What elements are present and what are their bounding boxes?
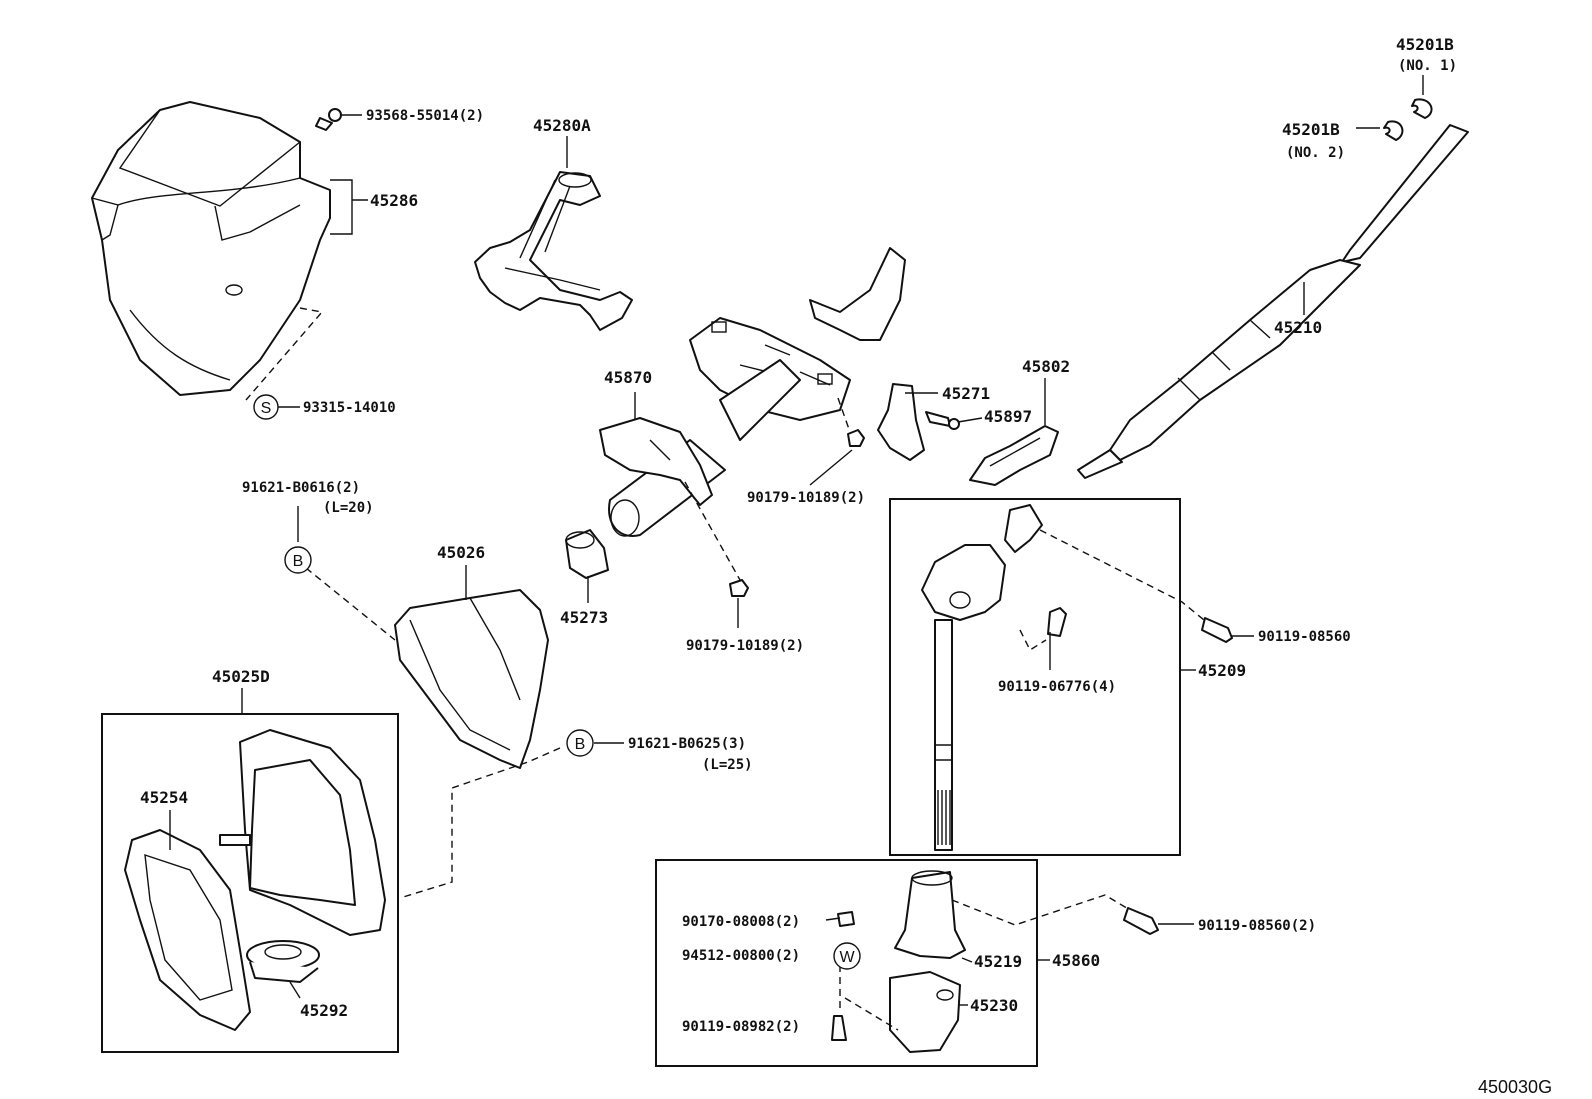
label-90119-08982: 90119-08982(2) (682, 1019, 800, 1035)
label-93568-55014: 93568-55014(2) (366, 108, 484, 124)
boot-45026-shape (394, 589, 549, 769)
intermediate-shaft-45209-shape (921, 504, 1043, 851)
note-91621-B0616: (L=20) (323, 500, 374, 516)
label-45897: 45897 (984, 407, 1032, 426)
bolt-90119-08560-shape (1201, 617, 1233, 643)
label-90119-06776: 90119-06776(4) (998, 679, 1116, 695)
label-91621-B0616: 91621-B0616(2) (242, 480, 360, 496)
label-90179-10189-upper: 90179-10189(2) (747, 490, 865, 506)
housing-45230-shape (889, 971, 961, 1053)
symbol-s-circle: S (253, 394, 279, 420)
label-45273: 45273 (560, 608, 608, 627)
note-91621-B0625: (L=25) (702, 757, 753, 773)
bolt-90119-08982-shape (831, 1015, 847, 1041)
clamp-45870-shape (599, 417, 713, 506)
label-45210: 45210 (1274, 318, 1322, 337)
bolt-90119-06776-shape (1047, 607, 1067, 637)
clip-45201B-no2-shape (1383, 120, 1404, 141)
bolt-90119-08560-2-shape (1123, 907, 1159, 935)
label-45026: 45026 (437, 543, 485, 562)
nut-90179-lower-shape (729, 579, 749, 597)
bracket-45271-shape (877, 383, 925, 461)
nut-90170-shape (837, 911, 855, 927)
steering-shaft-45210-shape (1077, 124, 1469, 479)
label-45870: 45870 (604, 368, 652, 387)
group-box-45860 (655, 859, 1038, 1067)
seal-45292-shape (246, 940, 320, 983)
diagram-code: 450030G (1478, 1077, 1552, 1097)
label-45254: 45254 (140, 788, 188, 807)
group-box-45209 (889, 498, 1181, 856)
bushing-45273-shape (565, 529, 609, 579)
label-45802: 45802 (1022, 357, 1070, 376)
label-45292: 45292 (300, 1001, 348, 1020)
screw-45897-shape (925, 411, 960, 430)
nut-90179-upper-shape (847, 429, 865, 447)
assembly-dashed-lines (245, 307, 1205, 1031)
label-90119-08560-2: 90119-08560(2) (1198, 918, 1316, 934)
group-box-45025D (101, 713, 399, 1053)
symbol-b-circle-lower: B (566, 729, 594, 757)
screw-93568-shape (315, 108, 342, 131)
svg-text:W: W (839, 949, 855, 966)
label-45271: 45271 (942, 384, 990, 403)
svg-text:B: B (293, 553, 304, 570)
label-45201B-no2: 45201B (1282, 120, 1340, 139)
clip-45201B-no1-shape (1411, 98, 1433, 119)
svg-text:S: S (261, 400, 272, 417)
steering-column-body-shape (608, 247, 906, 537)
label-93315-14010: 93315-14010 (303, 400, 396, 416)
label-45286: 45286 (370, 191, 418, 210)
housing-45219-shape (894, 870, 966, 959)
note-45201B-no2: (NO. 2) (1286, 145, 1345, 161)
label-90170-08008: 90170-08008(2) (682, 914, 800, 930)
column-cover-shape (91, 101, 331, 396)
boot-cover-45025D-shape (219, 729, 386, 936)
label-45860: 45860 (1052, 951, 1100, 970)
gasket-45254-shape (124, 829, 251, 1031)
label-90119-08560: 90119-08560 (1258, 629, 1351, 645)
leader-lines (169, 75, 1424, 1006)
label-91621-B0625: 91621-B0625(3) (628, 736, 746, 752)
svg-text:B: B (575, 736, 586, 753)
label-94512-00800: 94512-00800(2) (682, 948, 800, 964)
label-90179-10189-lower: 90179-10189(2) (686, 638, 804, 654)
symbol-b-circle-upper: B (284, 546, 312, 574)
note-45201B-no1: (NO. 1) (1398, 58, 1457, 74)
label-45201B-no1: 45201B (1396, 35, 1454, 54)
label-45230: 45230 (970, 996, 1018, 1015)
label-45025D: 45025D (212, 667, 270, 686)
plate-45802-shape (969, 425, 1059, 486)
bracket-45280A-shape (474, 171, 633, 331)
label-45209: 45209 (1198, 661, 1246, 680)
symbol-w-circle: W (833, 942, 861, 970)
label-45219: 45219 (974, 952, 1022, 971)
label-45280A: 45280A (533, 116, 591, 135)
